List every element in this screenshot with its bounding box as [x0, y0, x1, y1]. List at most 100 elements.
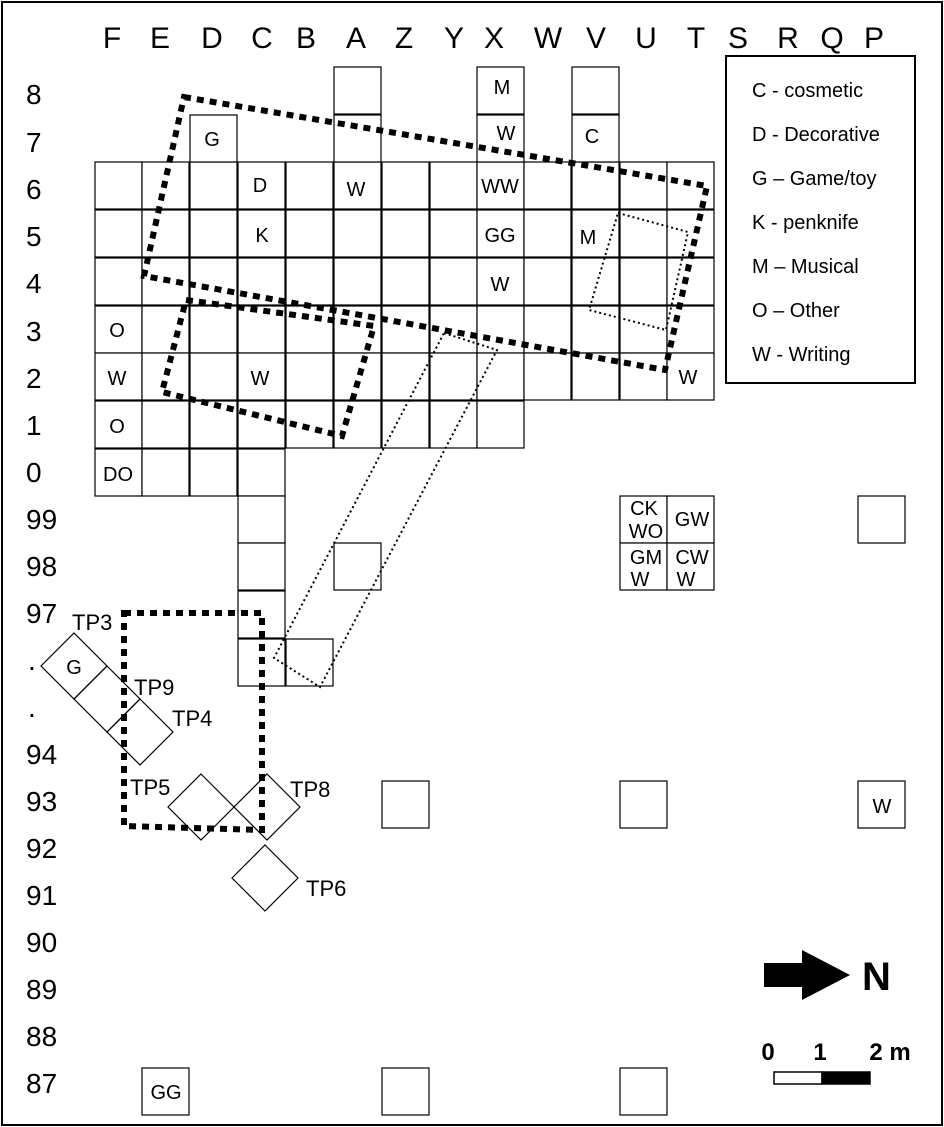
- grid-square: [237, 161, 286, 210]
- grid-square: [94, 400, 143, 449]
- column-label: C: [251, 22, 273, 55]
- grid-square: [523, 305, 572, 354]
- find-code: GW: [675, 509, 710, 531]
- grid-square: [381, 352, 430, 401]
- grid-square: [619, 352, 668, 401]
- grid-square: [189, 448, 238, 497]
- row-label: 87: [26, 1068, 57, 1099]
- find-code: DO: [103, 464, 133, 486]
- legend-item: C - cosmetic: [752, 80, 863, 102]
- scale-label: 2 m: [869, 1039, 910, 1066]
- column-label: V: [586, 22, 606, 55]
- grid-square: [94, 161, 143, 210]
- grid-square: [523, 209, 572, 258]
- grid-square: [189, 257, 238, 306]
- grid-square: [285, 352, 334, 401]
- grid-square: [237, 209, 286, 258]
- column-label: Z: [395, 22, 413, 55]
- find-code: WW: [481, 176, 519, 198]
- column-label: P: [864, 22, 884, 55]
- grid-square: [571, 66, 620, 115]
- grid-square: [619, 1067, 668, 1116]
- grid-square: [619, 780, 668, 829]
- grid-square: [429, 161, 478, 210]
- grid-square: [429, 209, 478, 258]
- grid-square: [285, 209, 334, 258]
- grid-square: [476, 114, 525, 163]
- grid-square: [333, 305, 382, 354]
- legend-item: M – Musical: [752, 256, 859, 278]
- test-pit-tp6: [231, 844, 299, 912]
- grid-square: [619, 257, 668, 306]
- grid-square: [476, 400, 525, 449]
- grid-square: [333, 161, 382, 210]
- grid-square: [333, 66, 382, 115]
- row-label: 4: [26, 268, 42, 299]
- grid-square: [571, 305, 620, 354]
- find-code: M: [494, 77, 511, 99]
- row-label: 89: [26, 974, 57, 1005]
- find-code: C: [585, 126, 599, 148]
- grid-square: [141, 305, 190, 354]
- row-label: 90: [26, 927, 57, 958]
- grid-square: [285, 257, 334, 306]
- test-pits: [40, 632, 301, 912]
- scale-label: 0: [761, 1039, 774, 1066]
- grid-square: [571, 209, 620, 258]
- row-label: 5: [26, 221, 42, 252]
- grid-square: [285, 638, 334, 687]
- column-label: S: [728, 22, 748, 55]
- column-label: B: [296, 22, 316, 55]
- row-label: 98: [26, 551, 57, 582]
- legend-item: D - Decorative: [752, 124, 880, 146]
- find-code: W: [631, 569, 650, 591]
- find-code: O: [109, 416, 125, 438]
- test-pit-label: TP3: [72, 610, 112, 635]
- grid-square: [94, 257, 143, 306]
- excavation-grid: [94, 66, 906, 1116]
- find-code: O: [109, 320, 125, 342]
- grid-square: [429, 352, 478, 401]
- grid-square: [476, 352, 525, 401]
- find-code: W: [251, 368, 270, 390]
- column-label: R: [777, 22, 799, 55]
- grid-square: [141, 1067, 190, 1116]
- survey-outline-east: [587, 211, 690, 332]
- grid-square: [571, 114, 620, 163]
- grid-square: [237, 400, 286, 449]
- test-pit-label: TP4: [172, 706, 212, 731]
- grid-square: [141, 400, 190, 449]
- legend-item: O – Other: [752, 300, 840, 322]
- find-code: W: [679, 367, 698, 389]
- row-label: 88: [26, 1021, 57, 1052]
- row-label: 2: [26, 363, 42, 394]
- column-label: Q: [820, 22, 843, 55]
- find-code: W: [677, 569, 696, 591]
- grid-square: [429, 257, 478, 306]
- row-label: 8: [26, 79, 42, 110]
- grid-square: [333, 209, 382, 258]
- grid-square: [189, 114, 238, 163]
- grid-square: [333, 257, 382, 306]
- find-code: W: [108, 368, 127, 390]
- grid-square: [237, 448, 286, 497]
- grid-square: [523, 352, 572, 401]
- grid-square: [666, 161, 715, 210]
- find-code: WO: [629, 521, 663, 543]
- grid-square: [381, 1067, 430, 1116]
- grid-square: [189, 209, 238, 258]
- legend-item: G – Game/toy: [752, 168, 877, 190]
- find-code: W: [347, 179, 366, 201]
- test-pit-label: TP6: [306, 876, 346, 901]
- grid-square: [381, 400, 430, 449]
- survey-outline-strip: [272, 331, 499, 689]
- row-label: 1: [26, 410, 42, 441]
- find-code: GG: [150, 1082, 181, 1104]
- grid-square: [619, 542, 668, 591]
- grid-square: [523, 161, 572, 210]
- grid-square: [285, 400, 334, 449]
- grid-square: [94, 448, 143, 497]
- row-label: 6: [26, 174, 42, 205]
